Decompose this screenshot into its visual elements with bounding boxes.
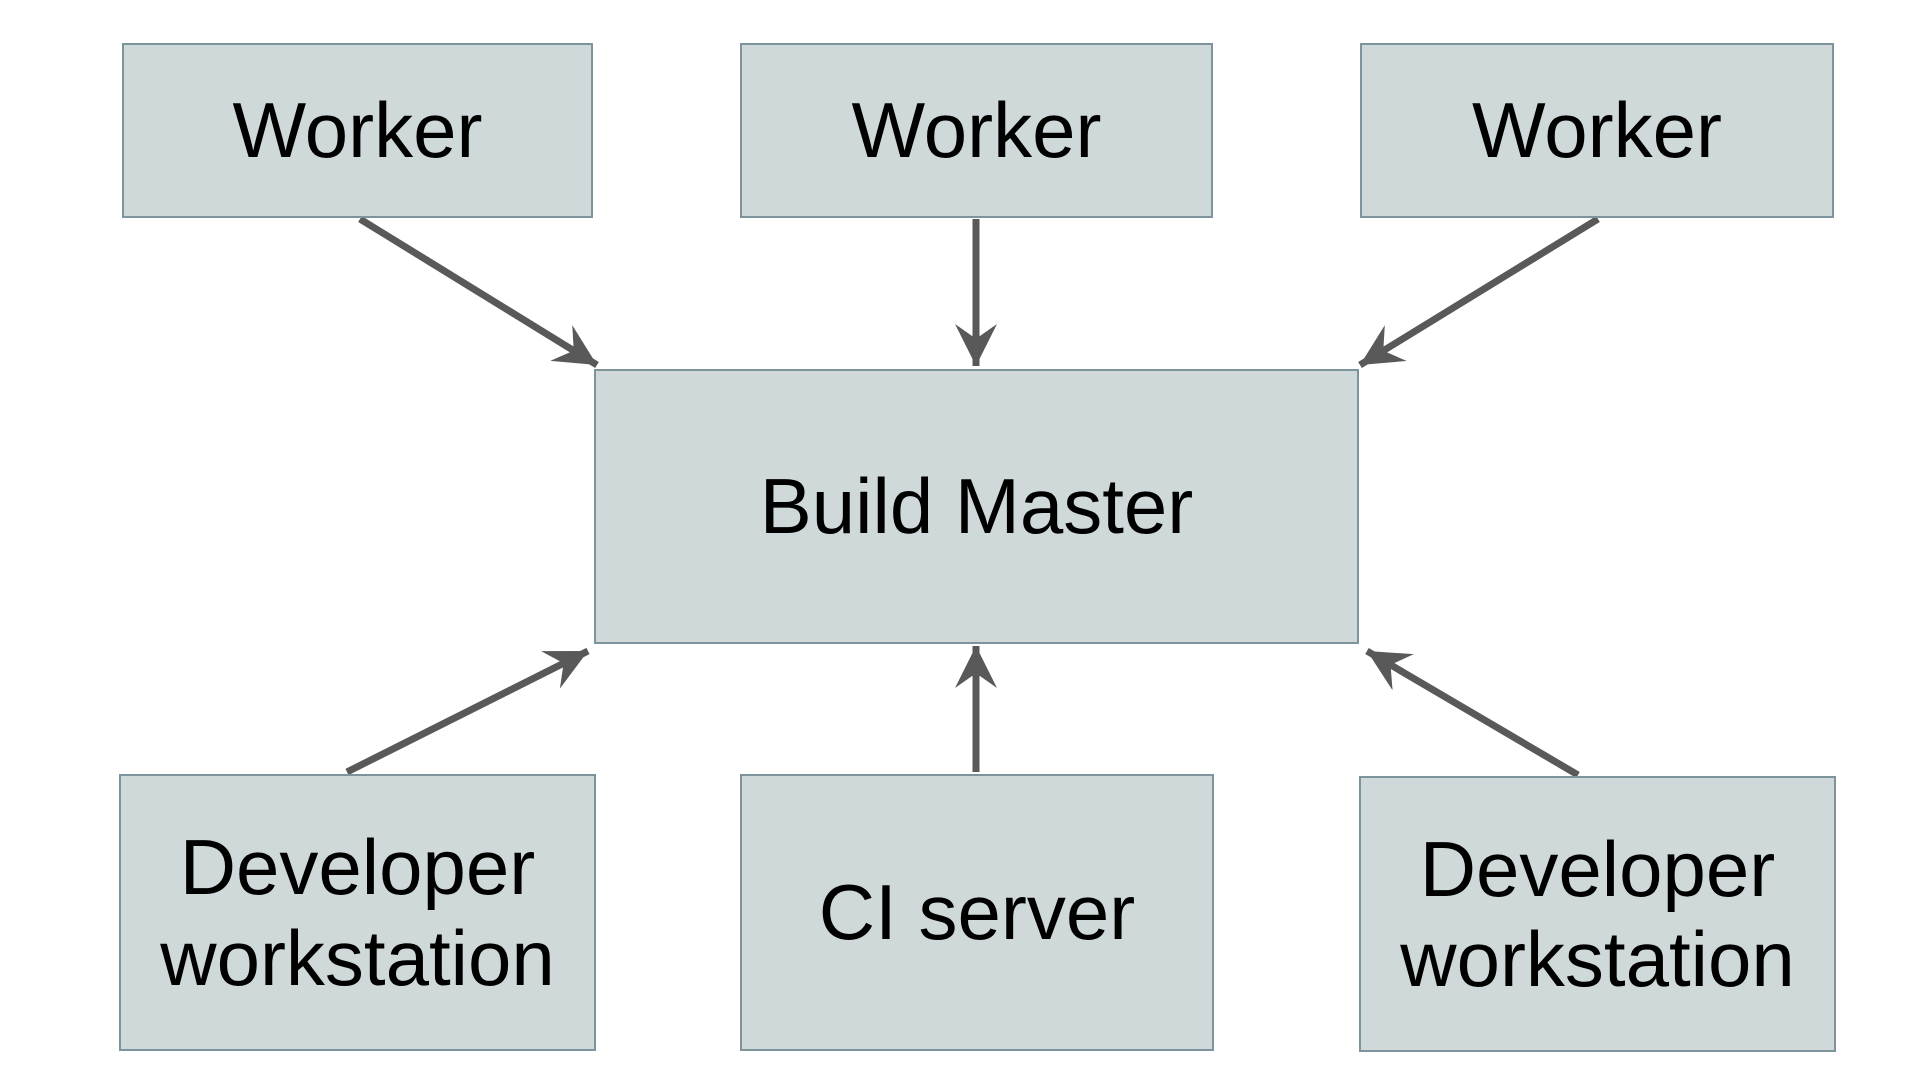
node-developer-workstation-left: Developer workstation [119, 774, 596, 1051]
node-worker-3-label: Worker [1472, 86, 1722, 175]
node-developer-workstation-left-label: Developer workstation [160, 823, 555, 1002]
node-worker-2-label: Worker [851, 86, 1102, 175]
node-worker-3: Worker [1360, 43, 1834, 218]
node-build-master-label: Build Master [759, 462, 1194, 551]
node-developer-workstation-right: Developer workstation [1359, 776, 1836, 1052]
node-worker-1: Worker [122, 43, 593, 218]
arrow-worker-1-to-build-master [358, 216, 599, 368]
node-ci-server-label: CI server [818, 868, 1136, 957]
node-ci-server: CI server [740, 774, 1214, 1051]
arrow-developer-workstation-right-to-build-master [1365, 647, 1580, 779]
arrow-worker-3-to-build-master [1358, 216, 1600, 368]
arrow-developer-workstation-left-to-build-master [345, 647, 590, 776]
node-developer-workstation-right-label: Developer workstation [1400, 824, 1795, 1003]
node-build-master: Build Master [594, 369, 1359, 644]
node-worker-1-label: Worker [232, 86, 483, 175]
node-worker-2: Worker [740, 43, 1213, 218]
